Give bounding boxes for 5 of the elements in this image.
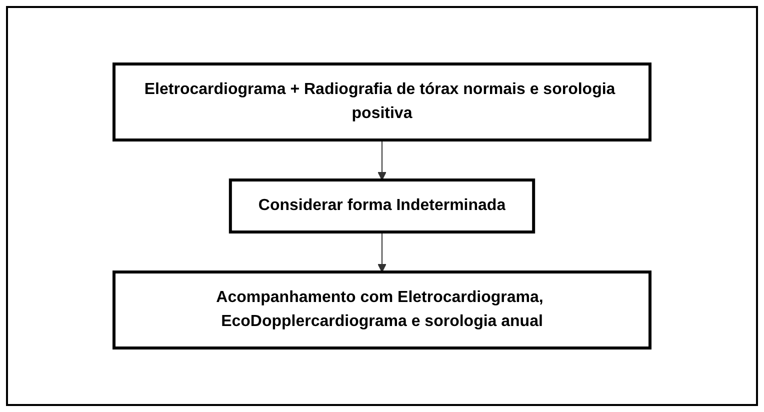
node-box: Acompanhamento com Eletrocardiograma, EcoDopplercardiograma e sorologia anual bbox=[112, 270, 652, 350]
node-box: Considerar forma Indeterminada bbox=[228, 178, 536, 234]
arrow bbox=[378, 140, 386, 180]
node-box: Eletrocardiograma + Radiografia de tórax normais e sorologia positiva bbox=[112, 62, 652, 142]
arrow bbox=[378, 232, 386, 272]
